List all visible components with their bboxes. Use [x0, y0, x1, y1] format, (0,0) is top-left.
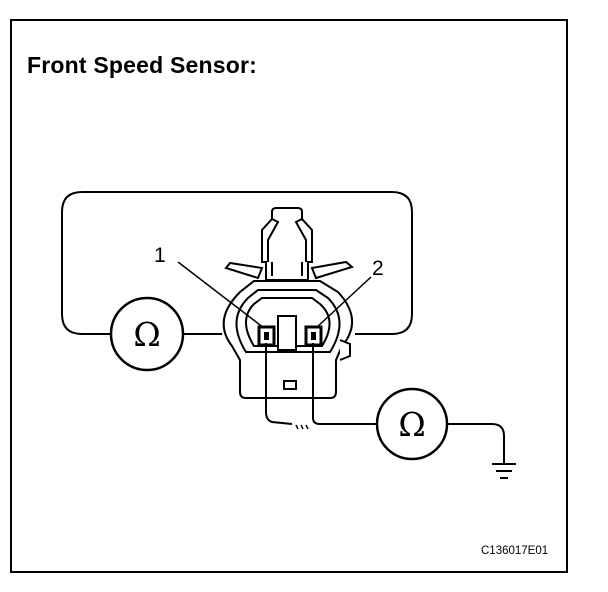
- ohm-icon: Ω: [398, 405, 425, 444]
- diagram-title: Front Speed Sensor:: [27, 52, 257, 78]
- connector-body: [222, 280, 354, 399]
- ohmmeter-2: Ω: [375, 387, 449, 461]
- wire-break-marks: [295, 424, 309, 430]
- connector-clip: [261, 207, 313, 281]
- terminal-1-leader: [177, 261, 265, 329]
- harness-wires: [265, 343, 377, 425]
- ohm-icon: Ω: [133, 315, 160, 354]
- terminal-2: [304, 325, 323, 347]
- ground-icon: [492, 463, 516, 479]
- meter-loop: [61, 191, 413, 335]
- figure-code: C136017E01: [481, 545, 549, 557]
- terminal-2-label: 2: [372, 257, 384, 280]
- meter-2-ground-lead: [446, 423, 505, 464]
- terminal-1: [257, 325, 276, 347]
- terminal-1-label: 1: [154, 244, 166, 267]
- connector-wings: [224, 260, 355, 280]
- terminal-2-leader: [315, 276, 372, 329]
- ohmmeter-1: Ω: [109, 296, 185, 372]
